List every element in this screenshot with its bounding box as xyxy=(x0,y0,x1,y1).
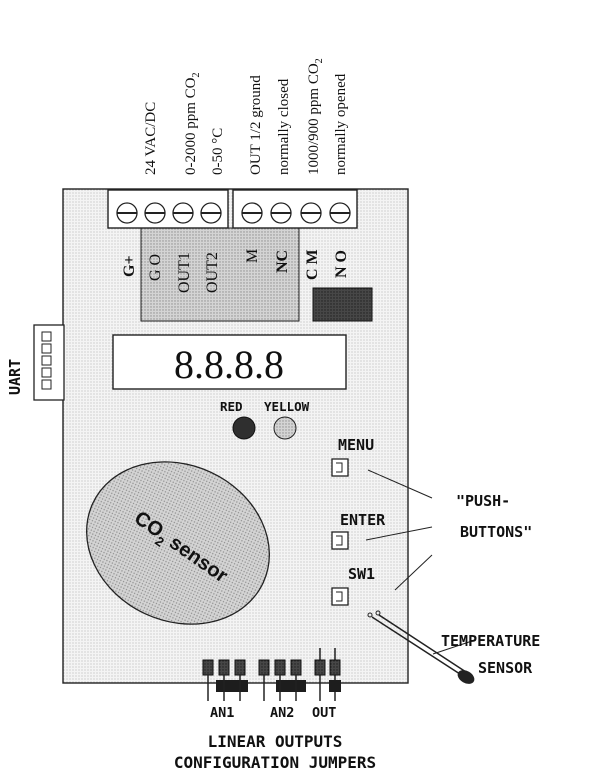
pin-label-out1: OUT1 xyxy=(176,252,193,293)
temperature-callout-line xyxy=(432,639,476,655)
pin-label-g-plus: G+ xyxy=(121,255,138,277)
sw1-label: SW1 xyxy=(348,565,375,583)
enter-button[interactable] xyxy=(331,531,349,550)
label-out1-range: 0-2000 ppm CO2 xyxy=(183,73,202,176)
uart-label: UART xyxy=(6,359,24,395)
temperature-label-line2: SENSOR xyxy=(478,659,533,677)
yellow-led xyxy=(273,416,297,440)
terminal-block-right xyxy=(232,189,358,229)
label-normally-closed: normally closed xyxy=(276,78,292,175)
label-supply: 24 VAC/DC xyxy=(143,102,159,175)
screw-terminal-icon xyxy=(144,202,166,224)
jumper-header-out[interactable] xyxy=(314,648,341,701)
lcd-display xyxy=(112,334,347,390)
pin-label-m: M xyxy=(244,249,261,263)
sw1-button[interactable] xyxy=(331,587,349,606)
pin-label-g-zero: G O xyxy=(147,254,164,281)
label-relay-threshold-sub: 2 xyxy=(314,58,325,63)
jumper-label-an2: AN2 xyxy=(270,705,294,721)
footer-line1: LINEAR OUTPUTS xyxy=(208,732,343,751)
screw-terminal-icon xyxy=(300,202,322,224)
jumper-label-out: OUT xyxy=(312,705,336,721)
yellow-led-label: YELLOW xyxy=(264,399,310,414)
display-value: 8.8.8.8 xyxy=(174,342,284,387)
temperature-label-line1: TEMPERATURE xyxy=(441,632,540,650)
label-out1-range-sub: 2 xyxy=(191,73,202,78)
jumper-header-an2[interactable] xyxy=(258,659,306,701)
pin-label-cm: C M xyxy=(304,249,321,280)
label-out2-range: 0-50 °C xyxy=(210,128,226,175)
screw-terminal-icon xyxy=(172,202,194,224)
screw-terminal-icon xyxy=(116,202,138,224)
pushbuttons-label-line1: "PUSH- xyxy=(456,492,510,510)
red-led xyxy=(232,416,256,440)
jumper-label-an1: AN1 xyxy=(210,705,234,721)
label-out1-range-text: 0-2000 ppm CO xyxy=(183,77,199,175)
red-led-label: RED xyxy=(220,399,243,414)
pin-label-out2: OUT2 xyxy=(204,252,221,293)
dark-component xyxy=(312,287,373,322)
pin-label-nc: NC xyxy=(274,250,291,273)
label-relay-threshold-text: 1000/900 ppm CO xyxy=(306,63,322,175)
label-normally-opened: normally opened xyxy=(333,73,349,175)
jumper-header-an1[interactable] xyxy=(202,659,248,701)
relay-area xyxy=(140,227,300,322)
menu-button[interactable] xyxy=(331,458,349,477)
menu-label: MENU xyxy=(338,436,374,454)
temperature-sensor-probe xyxy=(367,610,475,684)
terminal-block-left xyxy=(107,189,229,229)
screw-terminal-icon xyxy=(200,202,222,224)
screw-terminal-icon xyxy=(241,202,263,224)
co2-sensor xyxy=(86,461,270,625)
label-ground: OUT 1/2 ground xyxy=(248,75,264,175)
pushbuttons-label-line2: BUTTONS" xyxy=(460,523,532,541)
enter-label: ENTER xyxy=(340,511,386,529)
pin-label-no: N O xyxy=(333,250,350,278)
uart-pins xyxy=(41,331,52,390)
footer-line2: CONFIGURATION JUMPERS xyxy=(174,753,376,771)
label-relay-threshold: 1000/900 ppm CO2 xyxy=(306,58,325,175)
pushbuttons-callout-lines xyxy=(365,469,433,591)
screw-terminal-icon xyxy=(329,202,351,224)
screw-terminal-icon xyxy=(270,202,292,224)
